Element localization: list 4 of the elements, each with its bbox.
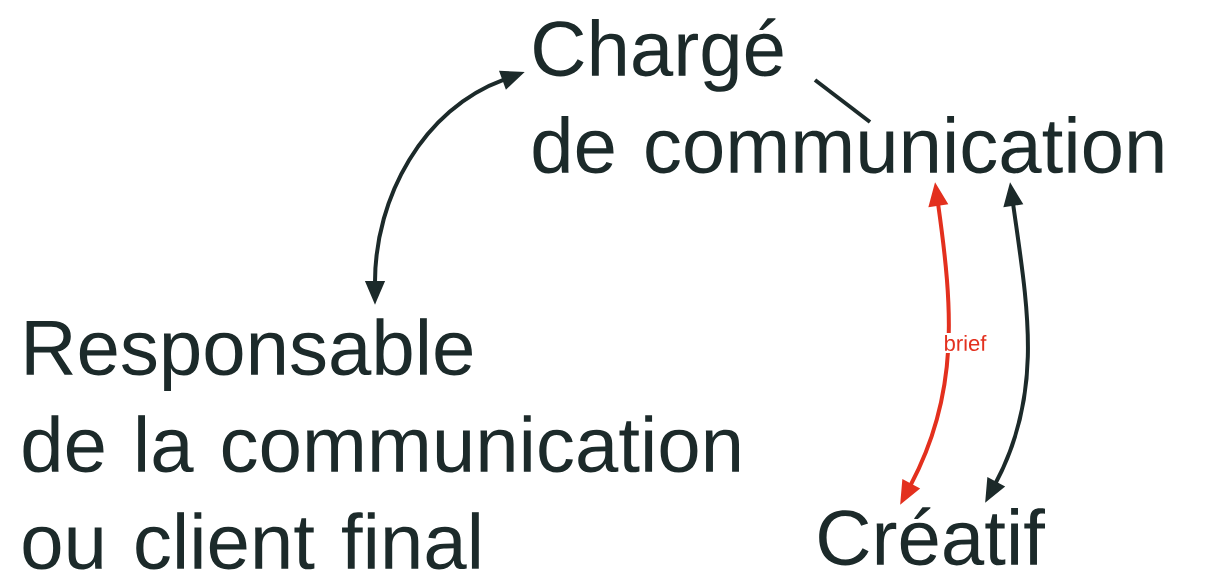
node-label: Créatif bbox=[819, 507, 1045, 566]
edge-label: brief bbox=[941, 332, 989, 354]
node-label: Chargé de communication bbox=[533, 18, 1163, 174]
node-label: Responsable de la communication ou client final bbox=[23, 318, 739, 570]
